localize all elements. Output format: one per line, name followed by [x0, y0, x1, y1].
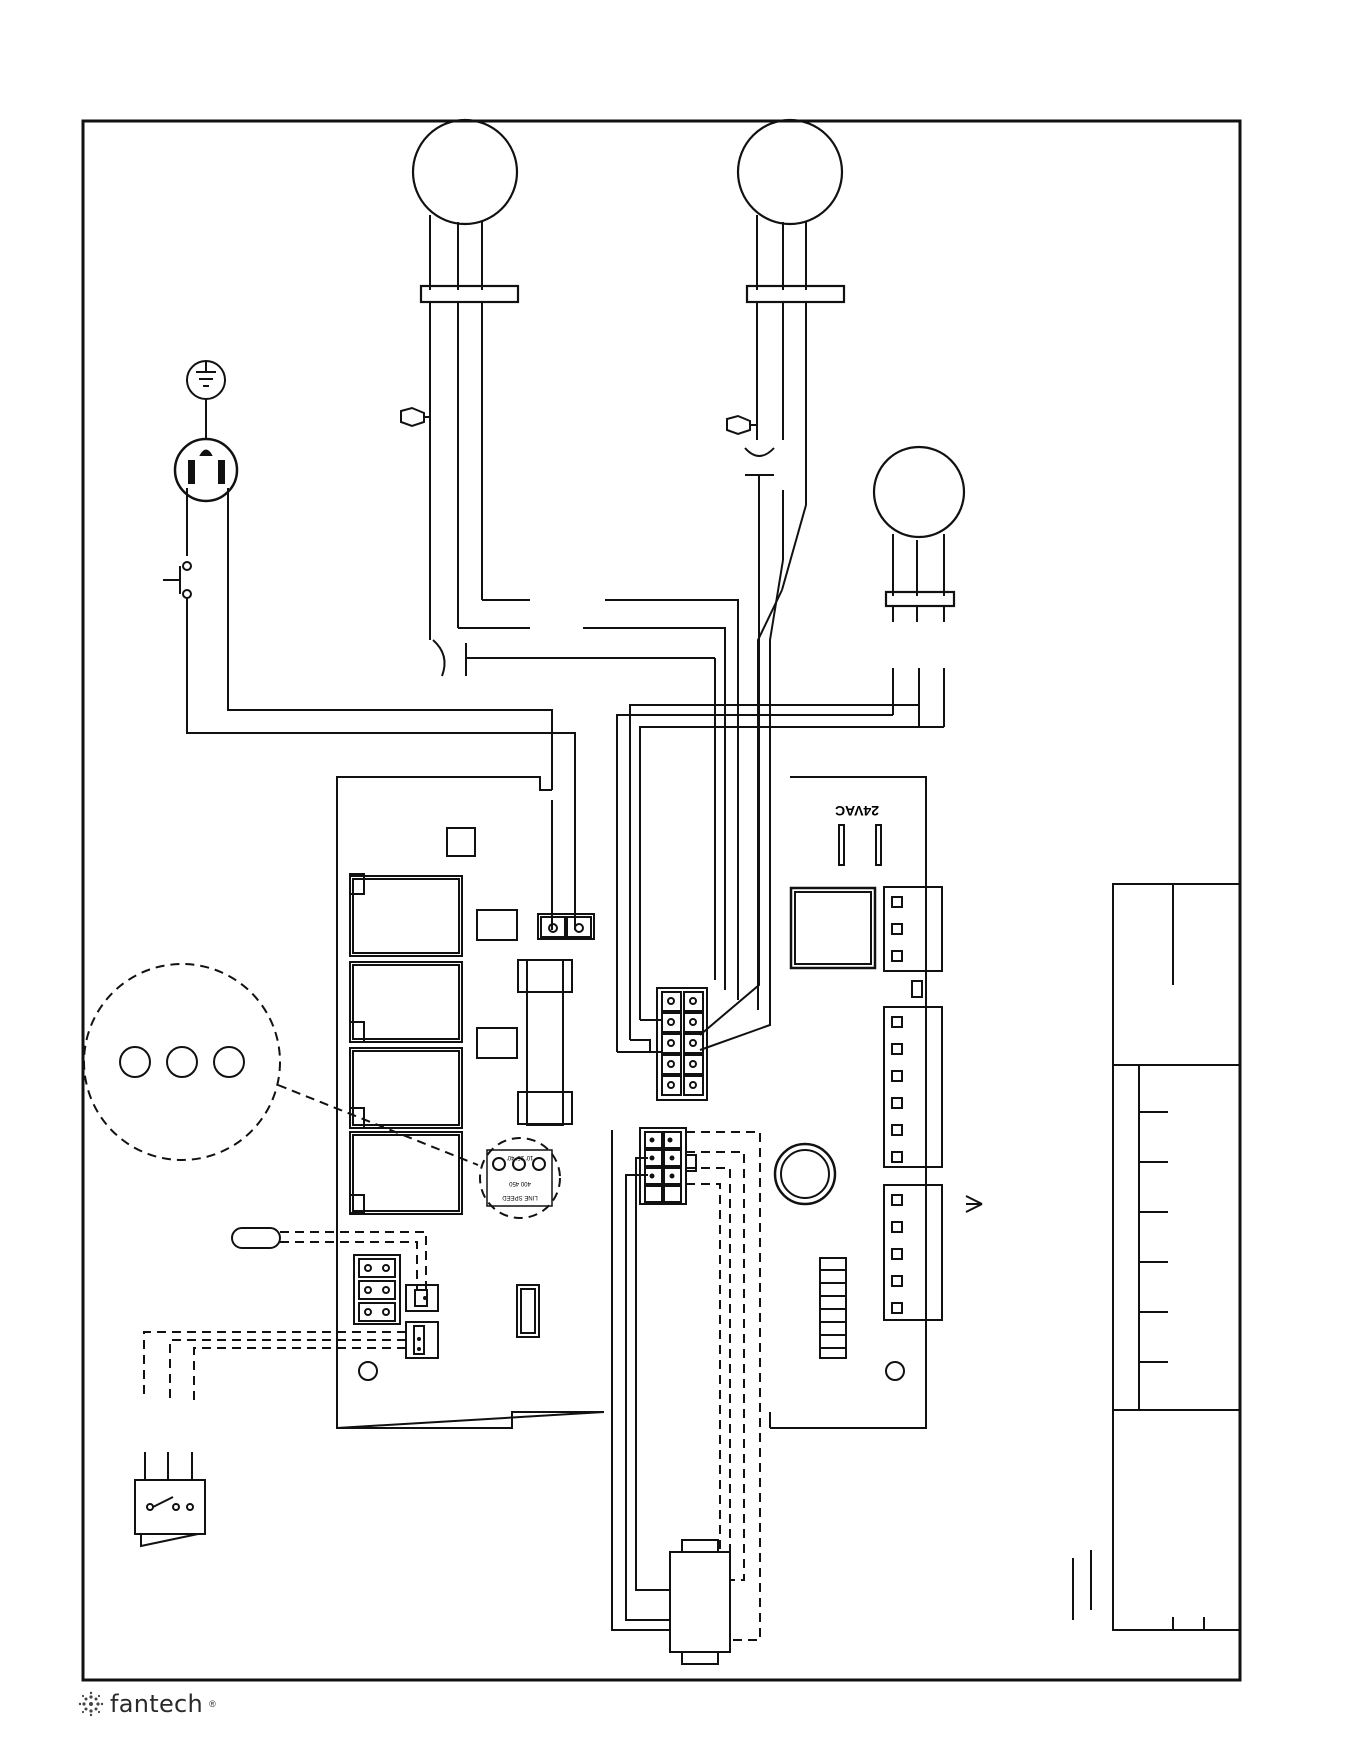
thermistor-probe: [232, 1228, 280, 1248]
speed-line-1: 10' 25' 40': [507, 1154, 534, 1160]
ground-symbol: [187, 361, 225, 438]
speed-button-1: [120, 1047, 150, 1077]
brand-name: fantech: [110, 1690, 203, 1718]
speed-button-2: [167, 1047, 197, 1077]
main-control-board: [337, 777, 604, 1428]
registered-mark: ®: [209, 1699, 216, 1709]
wire-nut-right: [727, 416, 757, 434]
fantech-logo-icon: [78, 1691, 104, 1717]
diagram-frame: [83, 121, 1240, 1680]
motor-right: [738, 120, 844, 455]
board-voltage-label: 24VAC: [835, 803, 879, 819]
damper-motor: [874, 447, 964, 727]
wire-nut-left: [401, 408, 430, 426]
motor-connector: [657, 988, 707, 1100]
speed-button-3: [214, 1047, 244, 1077]
interface-board: [770, 777, 982, 1428]
door-switch: [163, 562, 191, 598]
brand-footer: fantech ®: [78, 1690, 216, 1718]
rocker-switch: [135, 1452, 205, 1546]
transformer: [670, 1540, 730, 1664]
capacitor-right-top: [745, 448, 774, 456]
motor-left: [413, 120, 518, 640]
speed-line-3: LINE SPEED: [502, 1194, 538, 1200]
speed-line-2: 400 450: [509, 1180, 531, 1186]
speed-selector-detail: [84, 964, 280, 1160]
capacitor-left: [433, 640, 445, 676]
terminal-strip: [1113, 884, 1240, 1630]
